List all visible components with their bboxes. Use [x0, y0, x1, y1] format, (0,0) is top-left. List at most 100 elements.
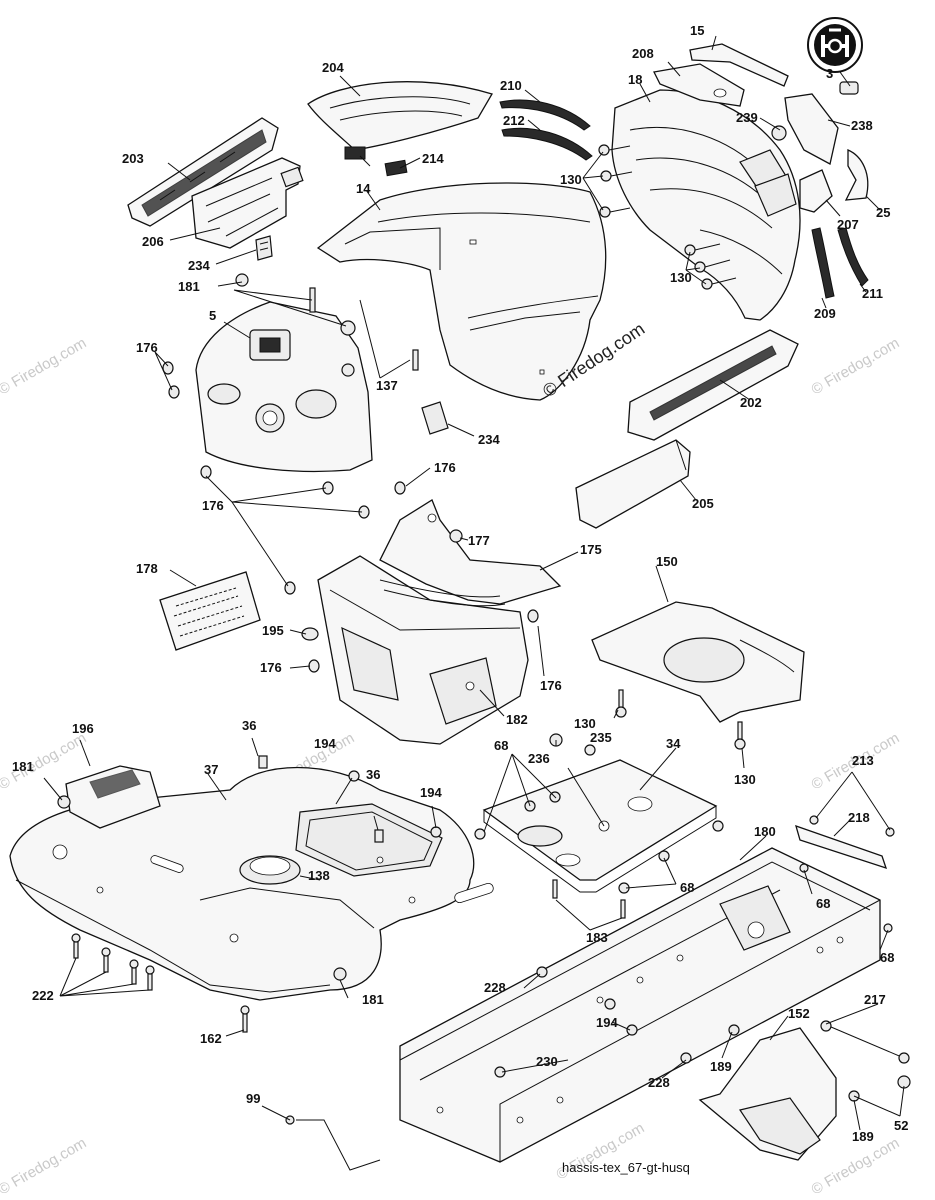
bracket-206 — [191, 157, 304, 249]
label-130-front: 130 — [560, 172, 582, 187]
label-194-b: 194 — [420, 785, 442, 800]
rod-217 — [820, 1020, 911, 1089]
grille-strip-210 — [499, 99, 591, 131]
trim-208 — [653, 63, 745, 107]
watermark-right-upper: © Firedog.com — [809, 334, 903, 398]
nut-177 — [449, 529, 463, 543]
label-176-lower: 176 — [260, 660, 282, 675]
nut-239 — [771, 125, 787, 141]
screws-130-front — [598, 144, 737, 290]
bolt-36-b — [374, 829, 384, 843]
strip-211 — [837, 227, 869, 287]
label-217: 217 — [864, 992, 886, 1007]
label-175: 175 — [580, 542, 602, 557]
bracket-218 — [795, 815, 895, 933]
bolts-222 — [71, 933, 155, 991]
plug-195 — [301, 627, 319, 641]
pod-25 — [844, 149, 869, 201]
label-194-c: 194 — [596, 1015, 618, 1030]
label-150: 150 — [656, 554, 678, 569]
label-176-dash: 176 — [540, 678, 562, 693]
label-195: 195 — [262, 623, 284, 638]
label-189-upper: 189 — [710, 1059, 732, 1074]
dash-body-182 — [317, 555, 529, 745]
label-182: 182 — [506, 712, 528, 727]
label-218: 218 — [848, 810, 870, 825]
label-130-shroud-left: 130 — [574, 716, 596, 731]
label-36-b: 36 — [366, 767, 380, 782]
label-234-lower: 234 — [478, 432, 500, 447]
label-25: 25 — [876, 205, 890, 220]
pin-137-b — [412, 349, 419, 371]
label-181-fender: 181 — [362, 992, 384, 1007]
label-99: 99 — [246, 1091, 260, 1106]
label-162: 162 — [200, 1031, 222, 1046]
label-204: 204 — [322, 60, 344, 75]
label-152: 152 — [788, 1006, 810, 1021]
bolts-183 — [552, 879, 626, 919]
bolt-162-head — [240, 1005, 250, 1015]
bumper-trim-202 — [627, 329, 799, 441]
figure-caption: hassis-tex_67-gt-husq — [562, 1160, 690, 1175]
cap-207 — [799, 169, 833, 213]
bolt-162 — [242, 1011, 248, 1033]
hood-14 — [316, 182, 607, 401]
label-181-left: 181 — [12, 759, 34, 774]
rod-99 — [285, 1115, 381, 1171]
fender-37 — [9, 766, 494, 1001]
label-208: 208 — [632, 46, 654, 61]
leader-lines — [43, 35, 905, 1131]
label-176-right: 176 — [434, 460, 456, 475]
label-212: 212 — [503, 113, 525, 128]
frame-180 — [399, 847, 881, 1163]
label-228-upper: 228 — [484, 980, 506, 995]
bracket-175 — [379, 499, 562, 607]
label-18: 18 — [628, 72, 642, 87]
label-209: 209 — [814, 306, 836, 321]
label-207: 207 — [837, 217, 859, 232]
label-211: 211 — [862, 286, 883, 301]
label-137: 137 — [376, 378, 398, 393]
label-228-lower: 228 — [648, 1075, 670, 1090]
label-180: 180 — [754, 824, 776, 839]
shroud-150 — [591, 601, 805, 723]
label-37: 37 — [204, 762, 218, 777]
label-130-nose: 130 — [670, 270, 692, 285]
clip-234-upper — [255, 235, 273, 261]
bolts-130-shroud — [615, 689, 746, 750]
grille-203 — [127, 117, 279, 227]
clip-234-lower — [421, 401, 449, 435]
pushpins-176 — [162, 361, 539, 673]
dash-panel-5 — [195, 301, 373, 473]
watermark-left-lower: © Firedog.com — [0, 1134, 89, 1198]
label-234-upper: 234 — [188, 258, 210, 273]
label-176-left: 176 — [136, 340, 158, 355]
label-15: 15 — [690, 23, 704, 38]
label-230: 230 — [536, 1054, 558, 1069]
label-176-center: 176 — [202, 498, 224, 513]
clip-214-a — [344, 146, 366, 160]
cover-196 — [65, 765, 161, 829]
label-189-lower: 189 — [852, 1129, 874, 1144]
label-196: 196 — [72, 721, 94, 736]
guard-152 — [698, 1027, 837, 1161]
pod-238 — [784, 93, 839, 165]
fastener-181-fender — [333, 967, 347, 981]
bolt-36-a — [258, 755, 268, 769]
badge-part-3 — [839, 81, 859, 95]
panel-205 — [575, 439, 691, 529]
fastener-181-top — [235, 273, 249, 287]
clip-214-b — [384, 159, 408, 177]
label-138: 138 — [308, 868, 330, 883]
label-68-right: 68 — [880, 950, 894, 965]
label-203: 203 — [122, 151, 144, 166]
label-205: 205 — [692, 496, 714, 511]
label-130-shroud-right: 130 — [734, 772, 756, 787]
front-nose-18 — [611, 89, 801, 321]
label-177: 177 — [468, 533, 490, 548]
grille-strip-212 — [501, 127, 593, 161]
label-214: 214 — [422, 151, 444, 166]
label-34: 34 — [666, 736, 681, 751]
